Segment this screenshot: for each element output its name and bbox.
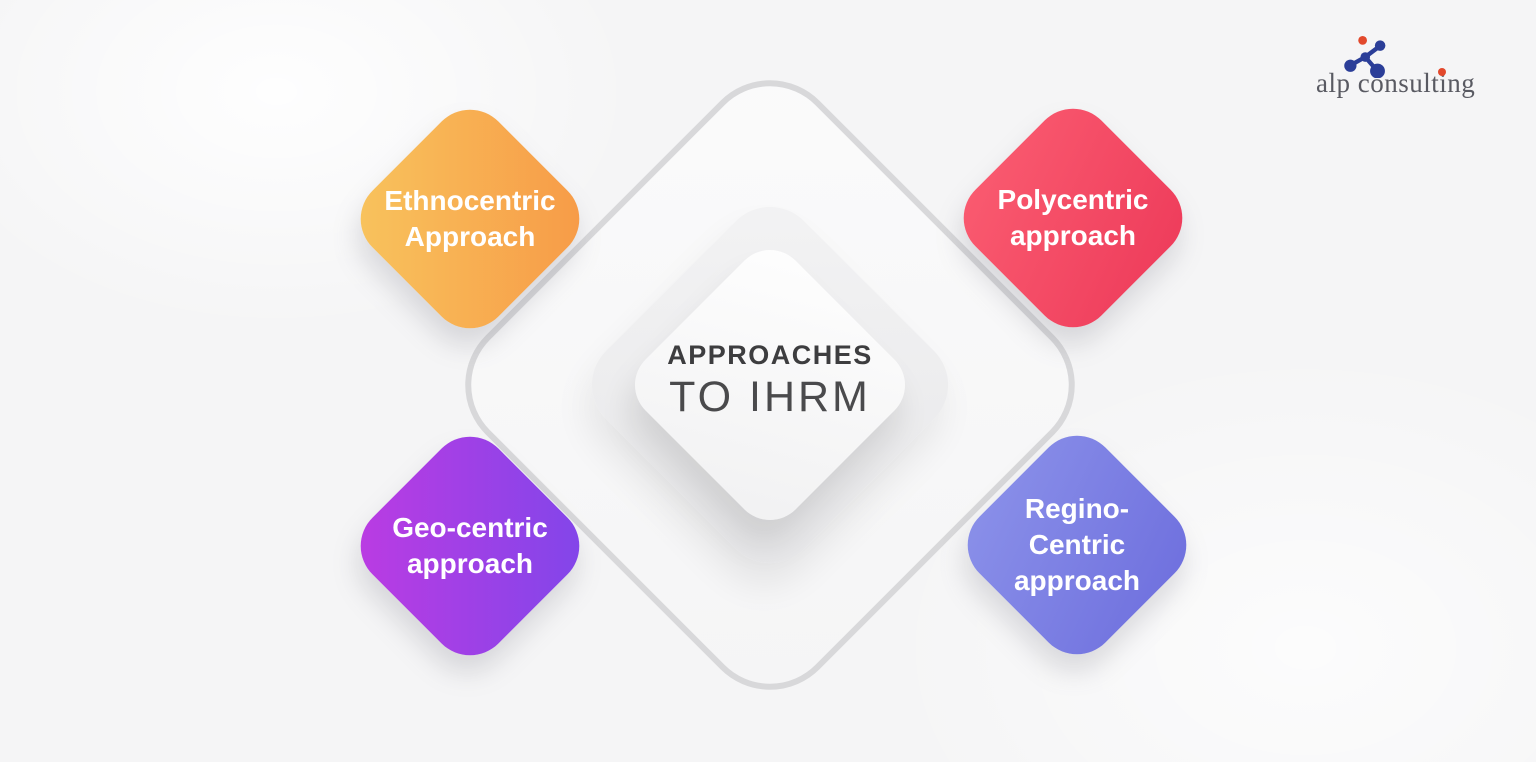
node-label: Regino-Centric approach [988,491,1166,599]
node-label-line1: Regino-Centric [1024,493,1130,560]
brand-text-post: ng [1447,68,1476,98]
brand-text-i: i [1439,68,1448,98]
node-label-line2: approach [1013,565,1141,596]
molecule-cluster-icon [1344,36,1386,78]
node-label-line2: approach [1009,220,1137,251]
diagram-title-line2: TO IHRM [669,373,871,421]
node-label: Ethnocentric Approach [381,183,559,255]
diagram-title-line1: APPROACHES [667,340,873,370]
node-label-line2: approach [406,548,534,579]
node-label-line2: Approach [404,221,536,252]
brand-text-pre: alp consult [1316,68,1440,98]
node-label: Polycentric approach [984,182,1162,254]
node-label-line1: Geo-centric [392,512,548,543]
node-label-line1: Polycentric [997,184,1149,215]
brand-logo-text: alp consulting [1316,68,1475,99]
node-label: Geo-centric approach [381,510,559,582]
diagram-title: APPROACHES TO IHRM [570,340,970,422]
node-label-line1: Ethnocentric [384,185,556,216]
brand-logo: alp consulting [1316,36,1501,102]
